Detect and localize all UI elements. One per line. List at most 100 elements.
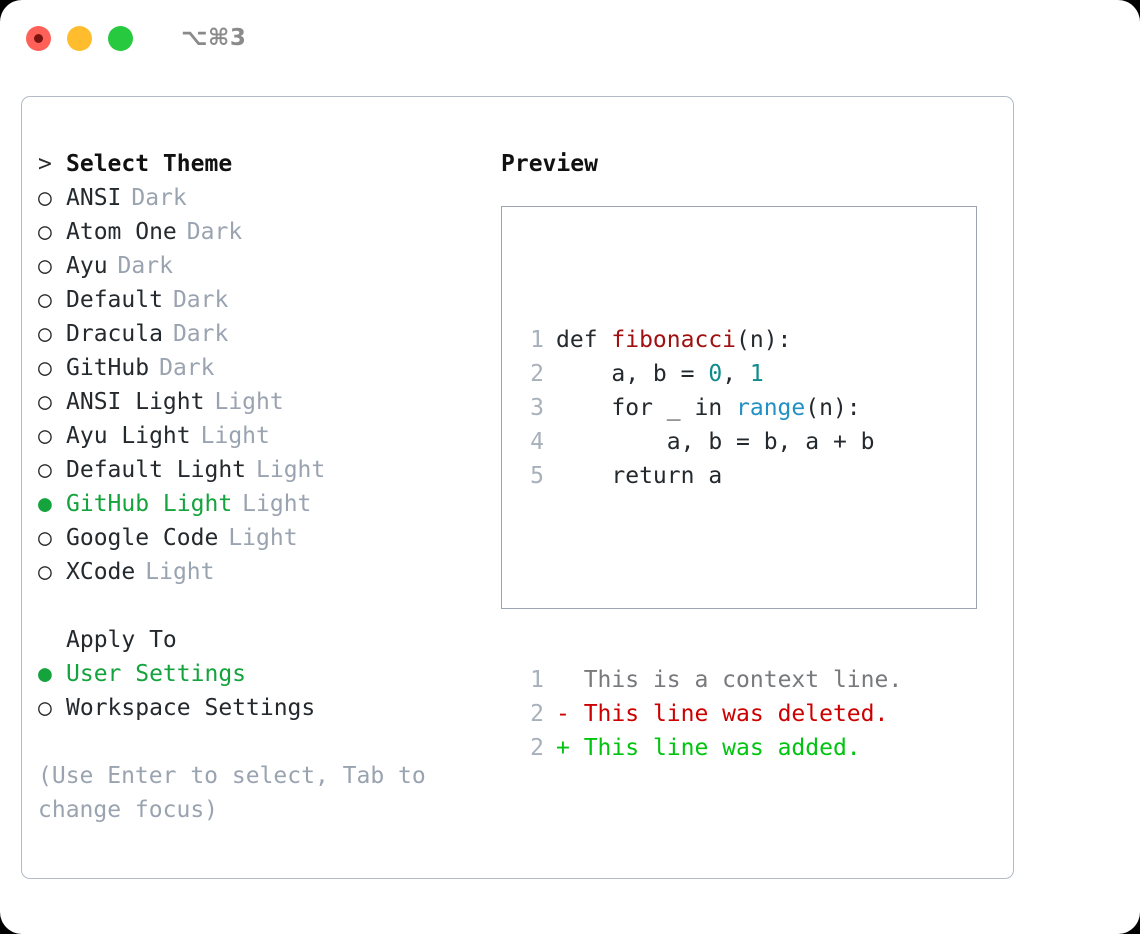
diff-line: 1 This is a context line. xyxy=(522,663,902,697)
window-controls xyxy=(26,25,133,51)
theme-option-github[interactable]: ○ GitHub Dark xyxy=(38,351,488,385)
theme-option-default-light[interactable]: ○ Default Light Light xyxy=(38,453,488,487)
code-token-num: 0 xyxy=(708,361,723,387)
diff-sign: - xyxy=(556,701,584,727)
theme-option-label: ANSI Light xyxy=(66,389,205,415)
code-line: 1 def fibonacci(n): xyxy=(522,323,902,357)
select-theme-heading: > Select Theme xyxy=(38,147,488,181)
code-token-plain: , xyxy=(722,361,750,387)
apply-to-list: ● User Settings ○ Workspace Settings xyxy=(38,657,488,725)
diff-line: 2+ This line was added. xyxy=(522,731,902,765)
theme-option-xcode[interactable]: ○ XCode Light xyxy=(38,555,488,589)
title-bar: ⌥⌘3 xyxy=(0,0,1140,76)
code-token-plain: for _ in xyxy=(556,395,737,421)
keyboard-hint-text: (Use Enter to select, Tab to change focu… xyxy=(38,763,426,823)
theme-list-spacer xyxy=(38,589,488,623)
theme-option-label: Default Light xyxy=(66,457,247,483)
theme-option-ansi[interactable]: ○ ANSI Dark xyxy=(38,181,488,215)
close-button[interactable] xyxy=(26,25,51,51)
theme-variant-badge: Light xyxy=(200,423,270,449)
radio-unselected-icon: ○ xyxy=(38,287,52,313)
radio-unselected-icon: ○ xyxy=(38,253,52,279)
apply-to-heading-label: Apply To xyxy=(66,627,177,653)
theme-option-ayu-light[interactable]: ○ Ayu Light Light xyxy=(38,419,488,453)
code-token-num: 1 xyxy=(749,361,764,387)
radio-unselected-icon: ○ xyxy=(38,355,52,381)
code-line: 3 for _ in range(n): xyxy=(522,391,902,425)
theme-option-label: GitHub xyxy=(66,355,150,381)
theme-variant-badge: Dark xyxy=(131,185,187,211)
theme-option-label: GitHub Light xyxy=(66,491,233,517)
line-number: 3 xyxy=(530,395,544,421)
line-number: 2 xyxy=(530,701,544,727)
theme-option-github-light[interactable]: ● GitHub Light Light xyxy=(38,487,488,521)
theme-option-label: Atom One xyxy=(66,219,177,245)
theme-option-label: ANSI xyxy=(66,185,122,211)
radio-unselected-icon: ○ xyxy=(38,321,52,347)
theme-variant-badge: Light xyxy=(256,457,326,483)
radio-unselected-icon: ○ xyxy=(38,559,52,585)
apply-to-option-workspace-settings[interactable]: ○ Workspace Settings xyxy=(38,691,488,725)
radio-unselected-icon: ○ xyxy=(38,423,52,449)
hint-spacer xyxy=(38,725,488,759)
apply-to-indent-spacer xyxy=(38,623,66,657)
code-token-plain: a, b = xyxy=(556,361,709,387)
theme-option-label: Ayu Light xyxy=(66,423,191,449)
theme-option-label: Google Code xyxy=(66,525,219,551)
code-token-plain: def xyxy=(556,327,612,353)
prompt-caret-icon: > xyxy=(38,151,52,177)
maximize-button[interactable] xyxy=(108,25,133,51)
radio-unselected-icon: ○ xyxy=(38,695,52,721)
code-line: 5 return a xyxy=(522,459,902,493)
theme-variant-badge: Light xyxy=(228,525,298,551)
line-number: 2 xyxy=(530,735,544,761)
line-number: 1 xyxy=(530,667,544,693)
radio-unselected-icon: ○ xyxy=(38,185,52,211)
apply-to-option-label: Workspace Settings xyxy=(66,695,316,721)
code-token-plain: return a xyxy=(556,463,723,489)
theme-variant-badge: Light xyxy=(214,389,284,415)
minimize-button[interactable] xyxy=(67,25,92,51)
diff-text: This line was added. xyxy=(583,735,861,761)
theme-variant-badge: Light xyxy=(242,491,312,517)
apply-to-option-user-settings[interactable]: ● User Settings xyxy=(38,657,488,691)
radio-unselected-icon: ○ xyxy=(38,525,52,551)
apply-to-option-label: User Settings xyxy=(66,661,247,687)
diff-sample-block: 1 This is a context line.2- This line wa… xyxy=(522,663,902,765)
theme-option-label: Ayu xyxy=(66,253,108,279)
theme-option-label: Dracula xyxy=(66,321,163,347)
theme-option-label: XCode xyxy=(66,559,136,585)
radio-unselected-icon: ○ xyxy=(38,457,52,483)
radio-selected-icon: ● xyxy=(38,491,52,517)
select-theme-heading-label: Select Theme xyxy=(66,151,233,177)
code-token-blt: range xyxy=(736,395,806,421)
apply-to-heading: Apply To xyxy=(38,623,488,657)
theme-variant-badge: Light xyxy=(145,559,215,585)
diff-line: 2- This line was deleted. xyxy=(522,697,902,731)
keyboard-shortcut-label: ⌥⌘3 xyxy=(181,25,247,51)
diff-sign xyxy=(556,667,584,693)
code-token-plain: (n): xyxy=(736,327,792,353)
code-token-plain: a, b = b, a + b xyxy=(556,429,875,455)
code-line: 2 a, b = 0, 1 xyxy=(522,357,902,391)
theme-option-google-code[interactable]: ○ Google Code Light xyxy=(38,521,488,555)
theme-variant-badge: Dark xyxy=(186,219,243,245)
line-number: 5 xyxy=(530,463,544,489)
code-token-fn: fibonacci xyxy=(611,327,737,353)
theme-variant-badge: Dark xyxy=(159,355,215,381)
radio-selected-icon: ● xyxy=(38,661,52,687)
line-number: 1 xyxy=(530,327,544,353)
